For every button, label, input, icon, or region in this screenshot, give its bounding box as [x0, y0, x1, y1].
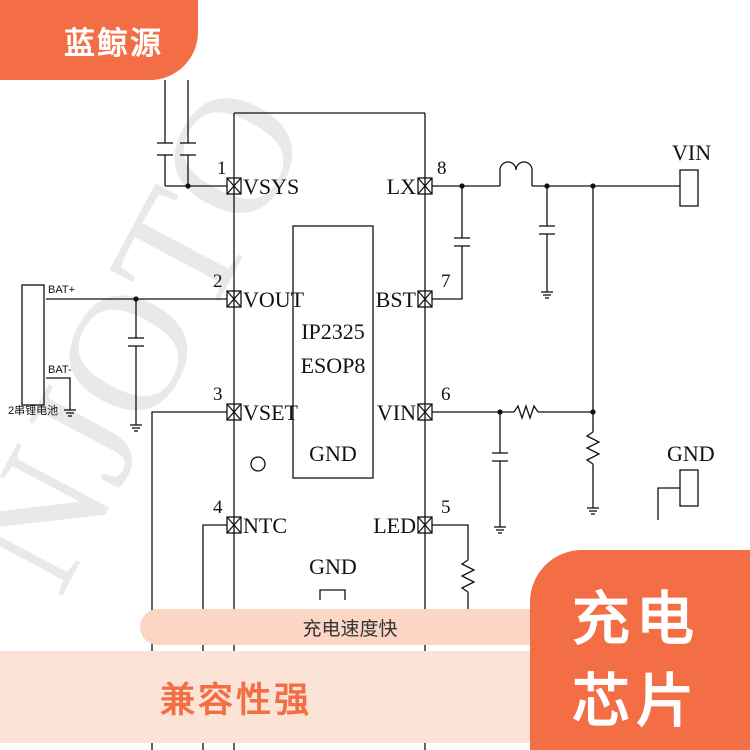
pin-number-7: 7: [441, 271, 451, 292]
brand-name: 蓝鲸源: [64, 25, 163, 62]
product-badge: 充电 芯片: [530, 550, 750, 750]
pin-number-1: 1: [217, 158, 227, 179]
battery-label: 2串锂电池: [8, 403, 58, 417]
bat-plus-label: BAT+: [48, 284, 75, 296]
pin-number-8: 8: [437, 158, 447, 179]
vin-net-label: VIN: [672, 140, 711, 165]
bat-minus-label: BAT-: [48, 364, 72, 376]
feature-pill-compat: 兼容性强: [0, 651, 620, 743]
pin-box-lx: [417, 177, 433, 195]
pin-name-vout: VOUT: [243, 287, 305, 312]
pin-number-2: 2: [213, 271, 223, 292]
pin-name-vsys: VSYS: [243, 174, 299, 199]
chip-part-number: IP2325: [301, 319, 365, 344]
pin-name-led: LED: [373, 513, 416, 538]
brand-tag: 蓝鲸源: [0, 0, 198, 80]
product-line-2: 芯片: [572, 667, 701, 735]
pin-number-6: 6: [441, 384, 451, 405]
feature-speed-text: 充电速度快: [302, 617, 398, 640]
pin-number-5: 5: [441, 497, 451, 518]
pin-name-lx: LX: [387, 174, 416, 199]
pin-name-bst: BST: [376, 287, 417, 312]
pin-name-vset: VSET: [243, 400, 299, 425]
product-line-1: 充电: [572, 585, 701, 653]
pin-name-ntc: NTC: [243, 513, 287, 538]
pin-number-3: 3: [213, 384, 223, 405]
gnd-net-label: GND: [667, 441, 715, 466]
chip-package: ESOP8: [301, 353, 366, 378]
pin-name-vin: VIN: [377, 400, 416, 425]
pin-number-4: 4: [213, 497, 223, 518]
gnd-pad-label: GND: [309, 554, 357, 579]
pin-box-ntc: [226, 516, 242, 534]
feature-pill-speed: 充电速度快: [140, 609, 560, 645]
chip-gnd-label: GND: [309, 441, 357, 466]
feature-compat-text: 兼容性强: [160, 680, 313, 721]
